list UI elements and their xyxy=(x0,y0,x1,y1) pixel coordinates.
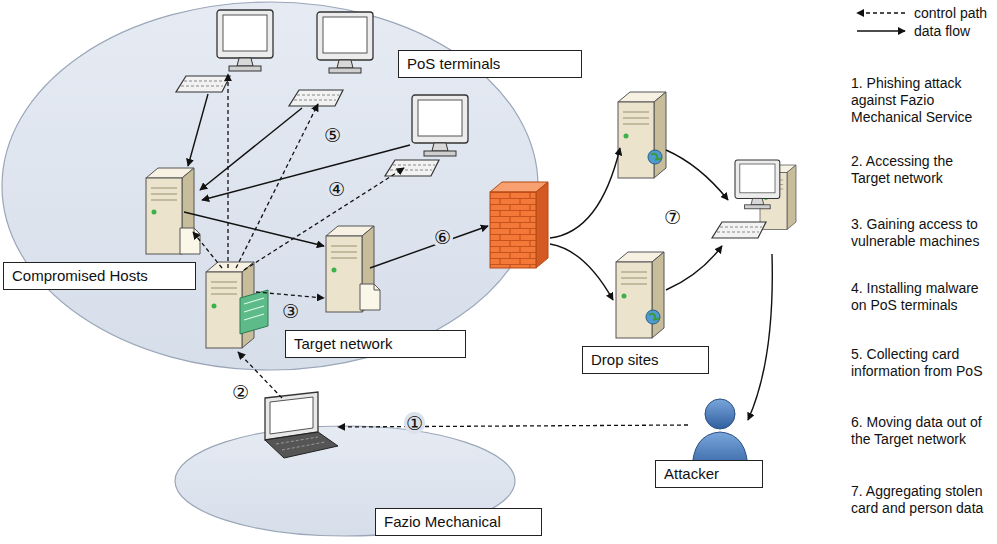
box-label: Fazio Mechanical xyxy=(384,513,501,530)
label-box: Attacker xyxy=(655,460,763,488)
step-note: 5. Collecting card information from PoS xyxy=(851,346,991,380)
legend-text: data flow xyxy=(914,23,970,39)
box-label: PoS terminals xyxy=(407,55,500,72)
label-box: Fazio Mechanical xyxy=(375,508,542,536)
callout-number: ③ xyxy=(280,300,301,322)
box-label: Attacker xyxy=(664,465,719,482)
legend-sample xyxy=(857,30,905,31)
box-label: Compromised Hosts xyxy=(12,267,148,284)
callout-number: ① xyxy=(404,412,425,434)
step-note: 7. Aggregating stolen card and person da… xyxy=(851,483,991,517)
label-box: PoS terminals xyxy=(398,50,582,78)
callout-number: ⑦ xyxy=(662,206,683,228)
step-note: 4. Installing malware on PoS terminals xyxy=(851,280,991,314)
callout-number: ⑥ xyxy=(432,226,453,248)
step-note: 3. Gaining access to vulnerable machines xyxy=(851,216,991,250)
step-note: 1. Phishing attack against Fazio Mechani… xyxy=(851,75,991,126)
legend-sample xyxy=(857,12,905,13)
step-note: 2. Accessing the Target network xyxy=(851,153,991,187)
callout-number: ④ xyxy=(326,178,347,200)
box-label: Target network xyxy=(294,335,392,352)
box-label: Drop sites xyxy=(591,351,659,368)
legend-text: control path xyxy=(914,5,987,21)
label-box: Drop sites xyxy=(582,346,709,374)
step-note: 6. Moving data out of the Target network xyxy=(851,414,991,448)
callout-number: ② xyxy=(230,381,251,403)
label-box: Compromised Hosts xyxy=(3,262,196,290)
callout-number: ⑤ xyxy=(322,124,343,146)
label-box: Target network xyxy=(285,330,466,358)
